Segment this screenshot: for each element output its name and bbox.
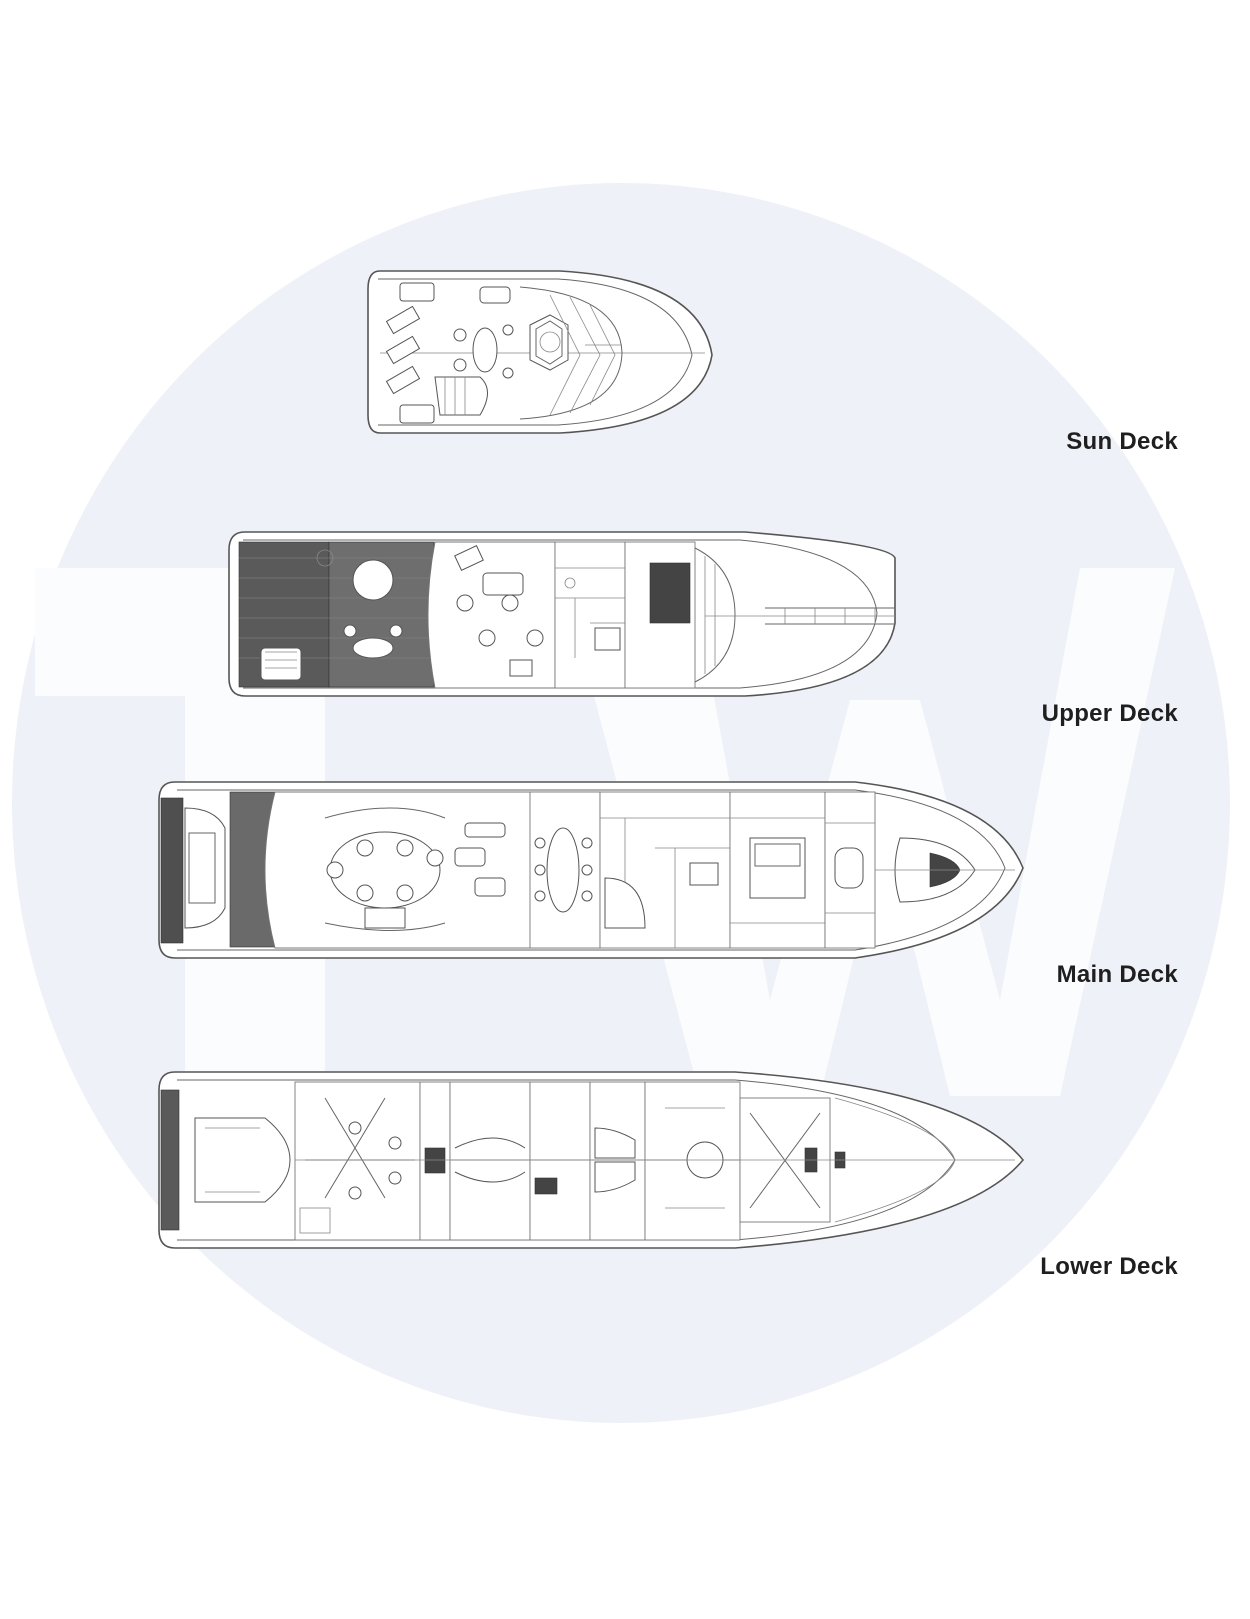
lower-deck-label: Lower Deck: [1040, 1253, 1178, 1280]
upper-deck-label: Upper Deck: [1041, 700, 1178, 727]
main-deck-plan: [158, 781, 1024, 959]
lower-deck-plan: [158, 1071, 1025, 1249]
upper-deck-plan: [228, 531, 896, 697]
main-deck-label: Main Deck: [1056, 961, 1178, 988]
sun-deck-plan: [367, 270, 713, 434]
sun-deck-label: Sun Deck: [1066, 428, 1178, 455]
